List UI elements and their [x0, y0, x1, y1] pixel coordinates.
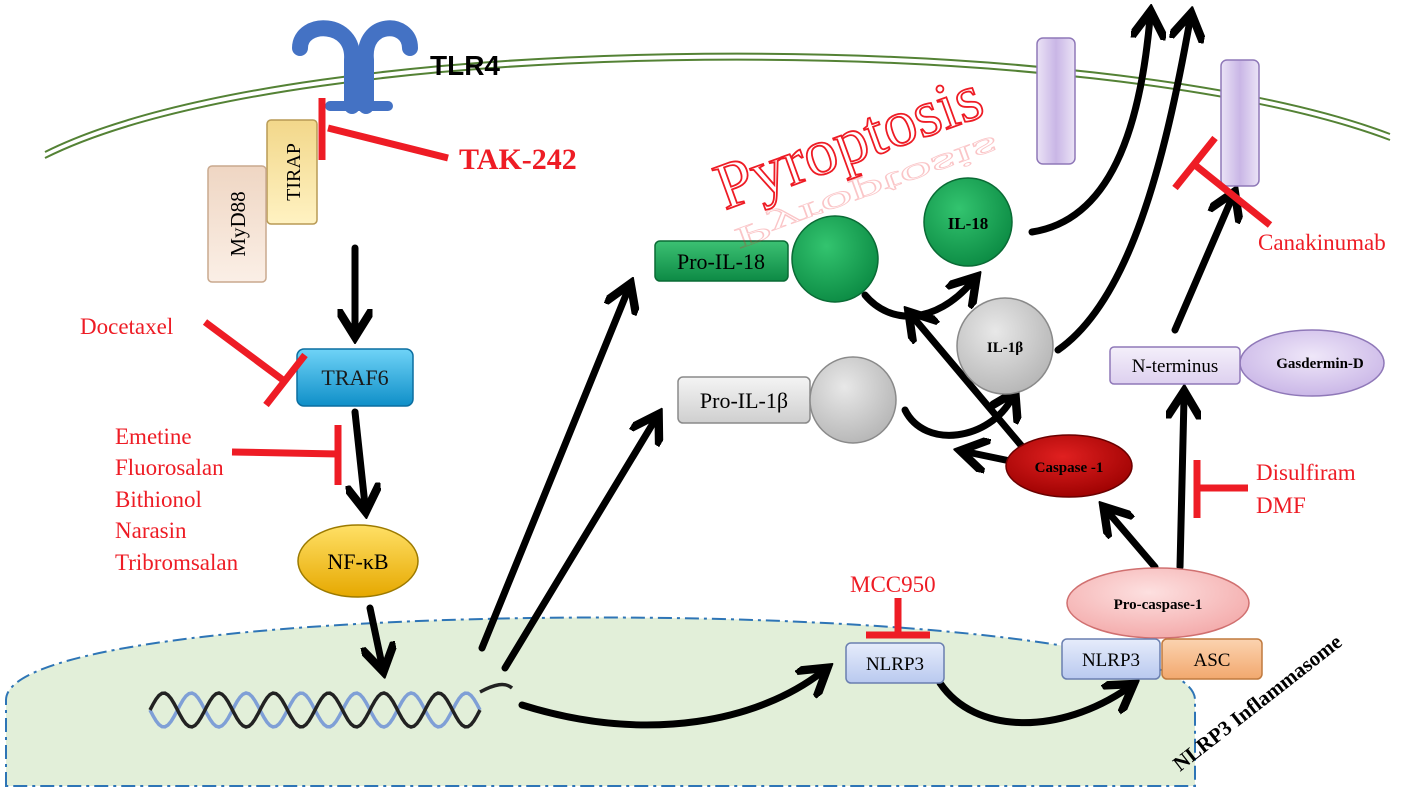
- asc-box: [1161, 638, 1263, 680]
- pro-il1b-domain: [809, 356, 897, 444]
- nfkb-inhibitor-3: Bithionol: [115, 487, 202, 512]
- pro-il18-box: [654, 240, 789, 282]
- tak242-label: TAK-242: [459, 143, 577, 176]
- membrane-pore-2: [1220, 59, 1260, 187]
- caspase1-label: Caspase -1: [1035, 460, 1104, 476]
- n-terminus-label: N-terminus: [1132, 356, 1219, 377]
- gsdmd-inhibitor-2: DMF: [1256, 493, 1306, 518]
- tlr4-label: TLR4: [430, 50, 500, 81]
- tirap-label: TIRAP: [283, 143, 305, 201]
- inflammasome-nlrp3-box: [1061, 638, 1161, 680]
- il18-label: IL-18: [948, 214, 989, 233]
- myd88-label: MyD88: [226, 191, 250, 256]
- gasdermin-d-label: Gasdermin-D: [1276, 356, 1364, 372]
- gsdmd-inhibitor-1: Disulfiram: [1256, 460, 1356, 485]
- activation-arrows: [355, 18, 1232, 729]
- nfkb-inhibitor-4: Narasin: [115, 518, 187, 543]
- caspase1-oval: [1005, 434, 1133, 498]
- tlr4-receptor-icon: [292, 20, 418, 114]
- nfkb-label: NF-κB: [327, 549, 388, 574]
- procaspase1-label: Pro-caspase-1: [1114, 597, 1203, 613]
- inflammasome-nlrp3-label: NLRP3: [1082, 650, 1140, 671]
- traf6-box: [296, 348, 414, 407]
- tirap-box: TIRAP: [266, 119, 318, 225]
- pro-il1b-label: Pro-IL-1β: [700, 388, 788, 413]
- il1b-label: IL-1β: [987, 340, 1023, 356]
- nfkb-inhibitor-2: Fluorosalan: [115, 455, 224, 480]
- dna-helix: [148, 682, 514, 729]
- inhibition-bars: [202, 98, 1273, 639]
- il1b-circle: [956, 297, 1054, 395]
- mcc950-label: MCC950: [850, 572, 936, 597]
- docetaxel-label: Docetaxel: [80, 314, 173, 339]
- nfkb-inhibitor-5: Tribromsalan: [115, 550, 239, 575]
- pro-il18-domain: [791, 215, 879, 303]
- n-terminus-box: [1109, 346, 1241, 385]
- myd88-box: MyD88: [207, 165, 267, 283]
- pro-il18-label: Pro-IL-18: [677, 249, 765, 274]
- cell-membrane: [44, 52, 1391, 159]
- il18-circle: [923, 177, 1013, 267]
- nfkb-oval: [297, 524, 419, 598]
- nlrp3-box: [845, 642, 945, 684]
- procaspase1-oval: [1066, 567, 1250, 639]
- nlrp3-label: NLRP3: [866, 654, 924, 675]
- membrane-pore-1: [1036, 37, 1076, 165]
- traf6-label: TRAF6: [321, 365, 388, 390]
- nucleus: [5, 616, 1196, 787]
- asc-label: ASC: [1194, 650, 1231, 671]
- nfkb-inhibitor-1: Emetine: [115, 424, 192, 449]
- canakinumab-label: Canakinumab: [1258, 230, 1386, 255]
